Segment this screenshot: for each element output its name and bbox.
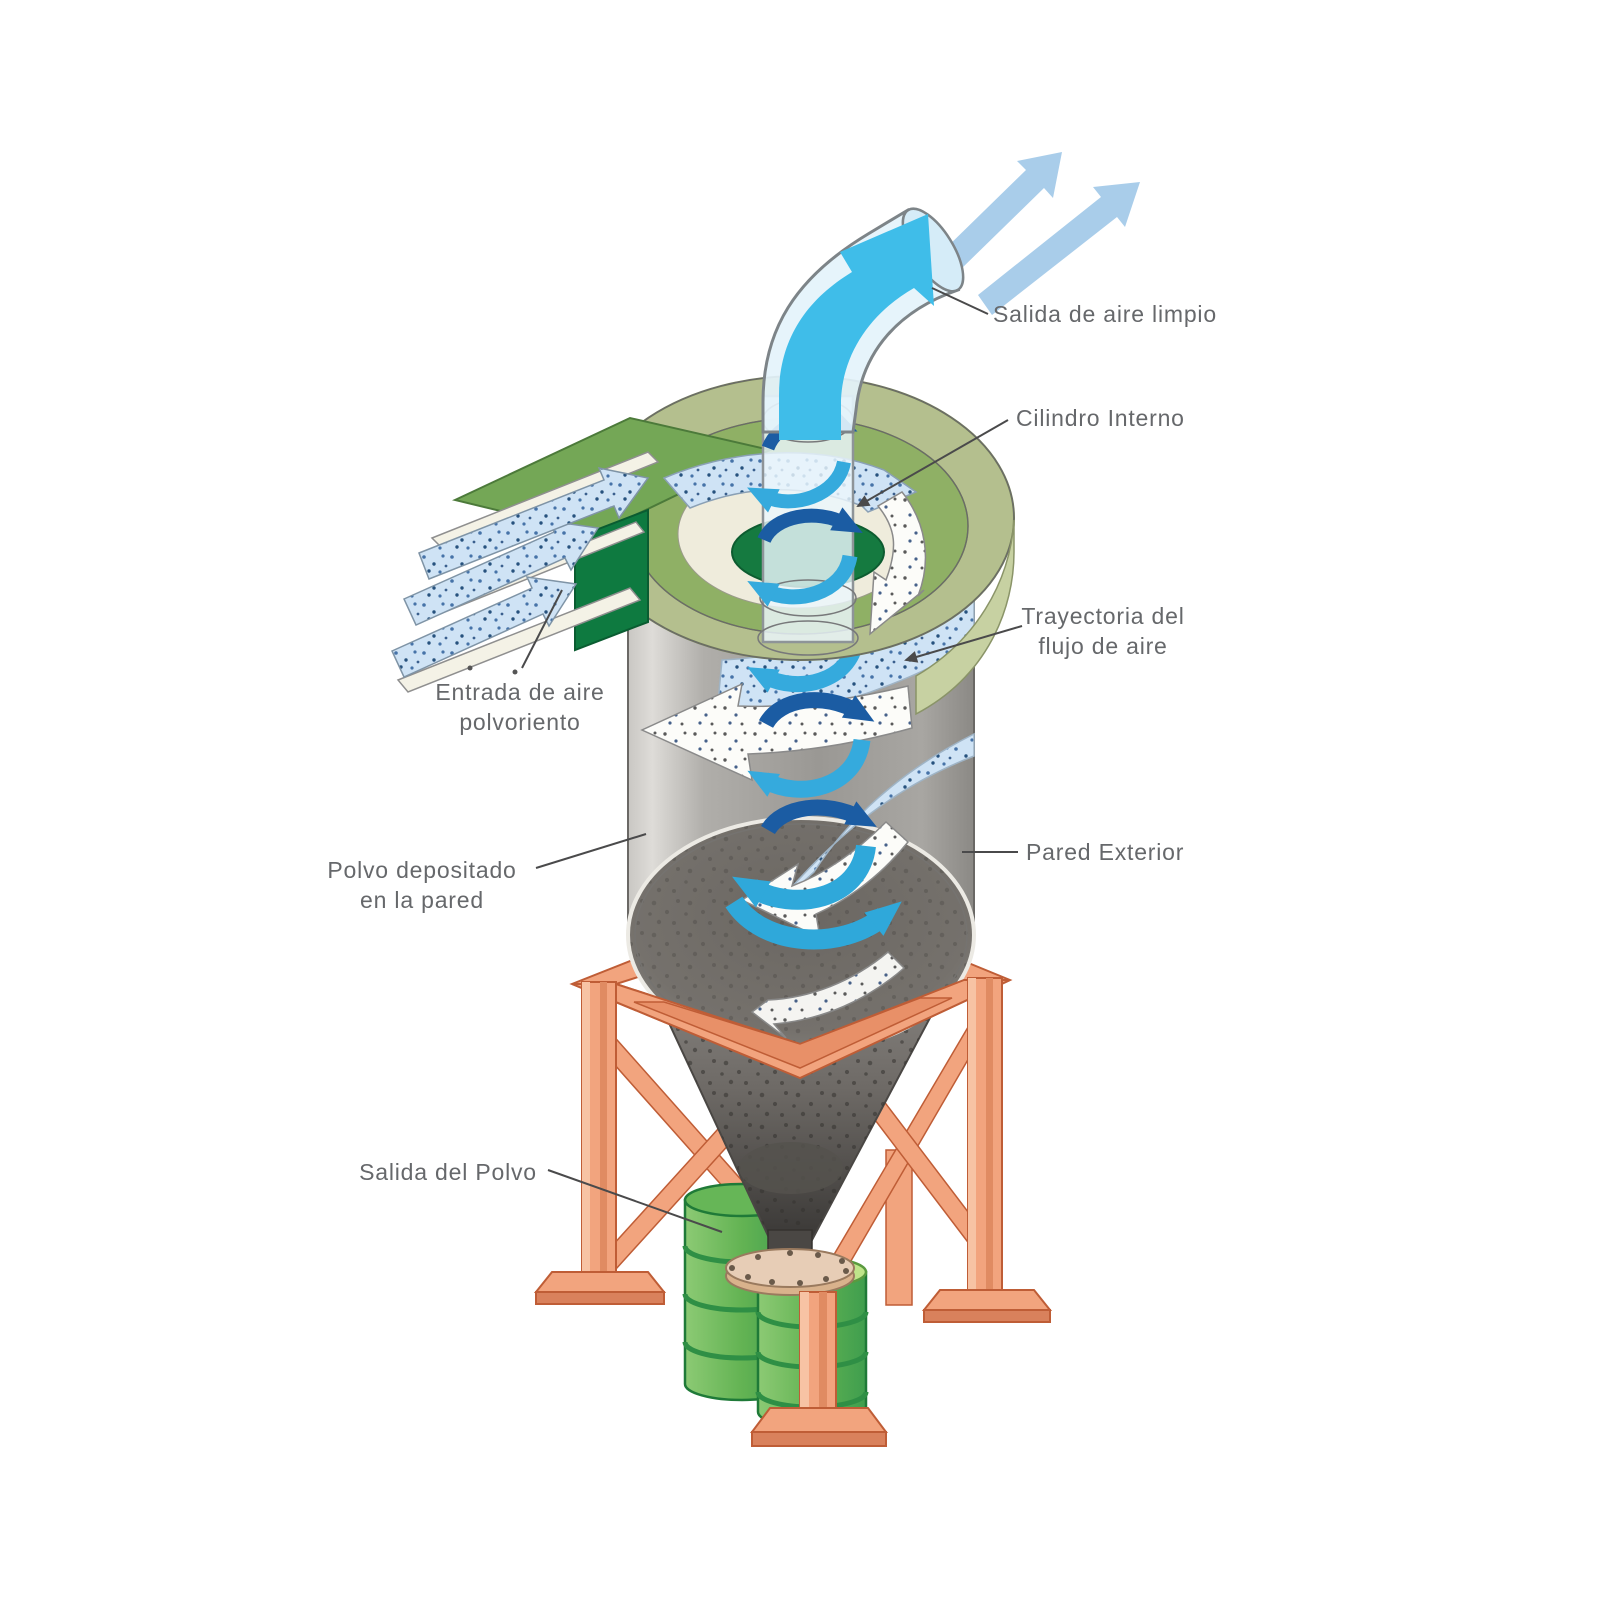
label-outer-wall: Pared Exterior [1026, 839, 1184, 865]
diagram-labels: Salida de aire limpio Cilindro Interno T… [327, 301, 1217, 1185]
stand-leg-right [921, 977, 1053, 1323]
label-airflow-path-line1: Trayectoria del [1021, 603, 1184, 629]
clean-air-outlet [761, 152, 1140, 440]
label-dust-on-wall-line2: en la pared [360, 887, 484, 913]
leader-airflow-path [904, 625, 1023, 663]
scroll-descending-band [915, 519, 1015, 716]
label-clean-air-out: Salida de aire limpio [993, 301, 1217, 327]
stand-leg-left [533, 981, 667, 1305]
leader-dusty-air-in [521, 589, 563, 669]
label-inner-cylinder: Cilindro Interno [1016, 405, 1185, 431]
clean-air-outline-arrow-2 [978, 182, 1140, 315]
label-dust-outlet: Salida del Polvo [359, 1159, 537, 1185]
dusty-inlet-arrows [391, 466, 650, 678]
inlet-duct [391, 416, 927, 693]
leader-inner-cylinder [856, 419, 1009, 507]
inlet-arrow-3 [418, 466, 650, 580]
leader-lines [521, 287, 1023, 1233]
label-airflow-path-line2: flujo de aire [1038, 633, 1167, 659]
leader-clean-air [931, 287, 989, 315]
stand-legs [533, 977, 1053, 1323]
stand-leg-front [750, 1291, 888, 1447]
leader-dust-on-wall [535, 833, 647, 869]
dust-outlet-flange [725, 1229, 855, 1296]
label-dusty-air-in-line1: Entrada de aire [435, 679, 604, 705]
cone-inner-shadow [739, 1142, 843, 1194]
clean-air-outline-arrow-1 [941, 152, 1062, 271]
label-dust-on-wall-line1: Polvo depositado [327, 857, 516, 883]
label-dusty-air-in-line2: polvoriento [459, 709, 580, 735]
inner-vortex-lower [725, 587, 902, 950]
inlet-arrow-1 [391, 576, 578, 678]
dust-arrow-on-cone [750, 950, 906, 1039]
leader-dust-outlet [547, 1169, 723, 1233]
flange-bolts [729, 1250, 849, 1286]
dust-arrow-in-scroll [869, 491, 927, 636]
clean-air-arrow [779, 214, 934, 440]
